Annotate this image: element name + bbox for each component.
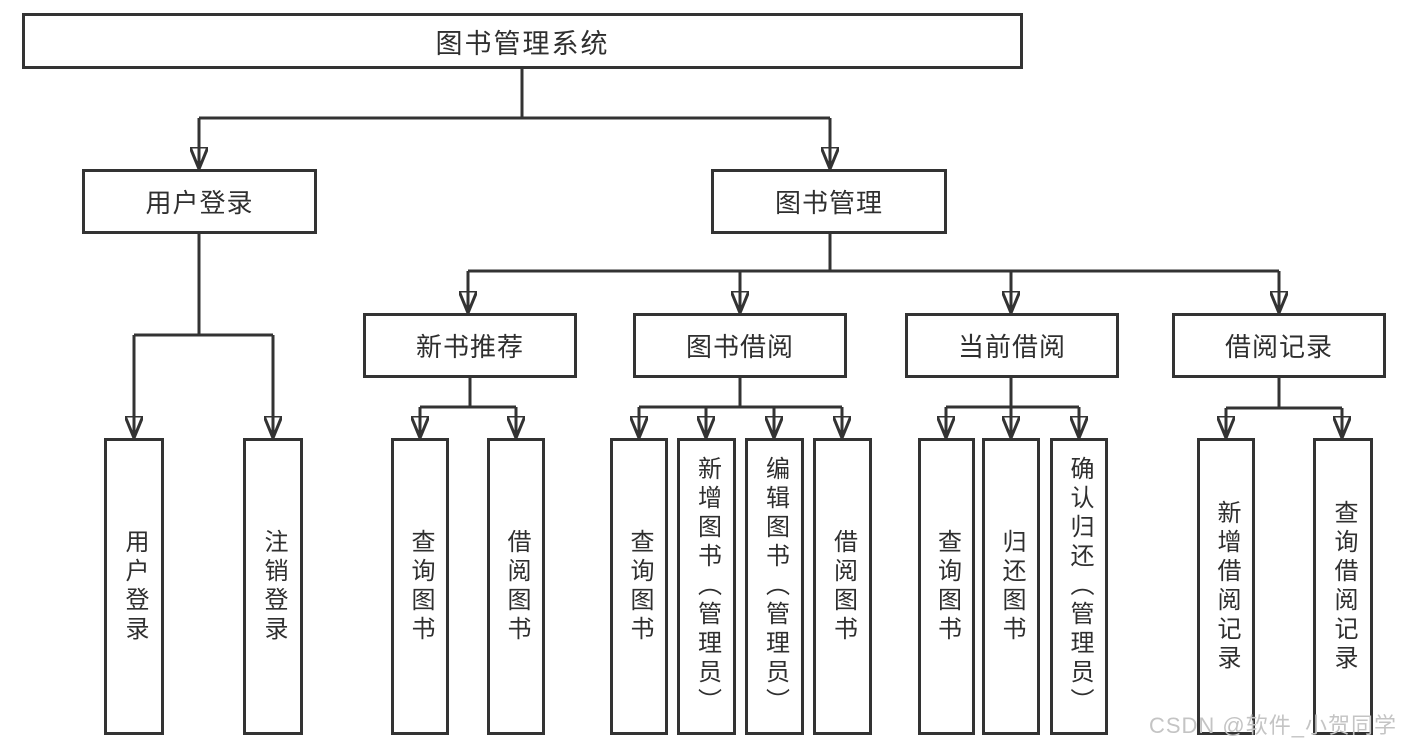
leaf-label: 确认归还（管理员） [1066,456,1093,717]
node-label: 当前借阅 [957,332,1066,362]
node-label: 用户登录 [145,188,254,218]
leaf-return-book: 归还图书 [982,438,1040,735]
leaf-query-borrow-record: 查询借阅记录 [1313,438,1373,735]
leaf-label: 注销登录 [260,528,287,645]
node-book-management: 图书管理 [711,169,947,234]
leaf-label: 用户登录 [121,528,148,645]
leaf-user-login: 用户登录 [104,438,164,735]
leaf-add-book-admin: 新增图书（管理员） [677,438,736,735]
leaf-borrow-books: 借阅图书 [813,438,872,735]
node-label: 借阅记录 [1224,332,1333,362]
leaf-logout: 注销登录 [243,438,303,735]
leaf-label: 新增借阅记录 [1213,499,1240,674]
leaf-label: 借阅图书 [503,528,530,645]
leaf-query-books-current: 查询图书 [918,438,975,735]
leaf-label: 查询图书 [626,528,653,645]
leaf-add-borrow-record: 新增借阅记录 [1197,438,1255,735]
leaf-edit-book-admin: 编辑图书（管理员） [745,438,804,735]
leaf-label: 归还图书 [998,528,1025,645]
leaf-label: 查询图书 [933,528,961,645]
leaf-label: 查询借阅记录 [1330,499,1357,674]
leaf-query-books-borrow: 查询图书 [610,438,668,735]
leaf-label: 查询图书 [407,528,434,645]
leaf-label: 借阅图书 [829,528,857,645]
node-label: 图书借阅 [685,332,794,362]
node-label: 新书推荐 [415,332,524,362]
node-current-borrow: 当前借阅 [905,313,1119,378]
node-label: 图书管理 [774,188,883,218]
leaf-borrow-books-recommend: 借阅图书 [487,438,545,735]
node-new-book-recommend: 新书推荐 [363,313,577,378]
node-root: 图书管理系统 [22,13,1023,69]
node-borrow-records: 借阅记录 [1172,313,1386,378]
watermark: CSDN @软件_小贺同学 [1148,713,1397,738]
leaf-confirm-return-admin: 确认归还（管理员） [1050,438,1108,735]
leaf-query-books-recommend: 查询图书 [391,438,449,735]
node-book-borrow: 图书借阅 [633,313,847,378]
leaf-label: 编辑图书（管理员） [761,456,789,717]
leaf-label: 新增图书（管理员） [693,456,721,717]
node-user-login: 用户登录 [82,169,317,234]
node-label: 图书管理系统 [435,28,610,59]
